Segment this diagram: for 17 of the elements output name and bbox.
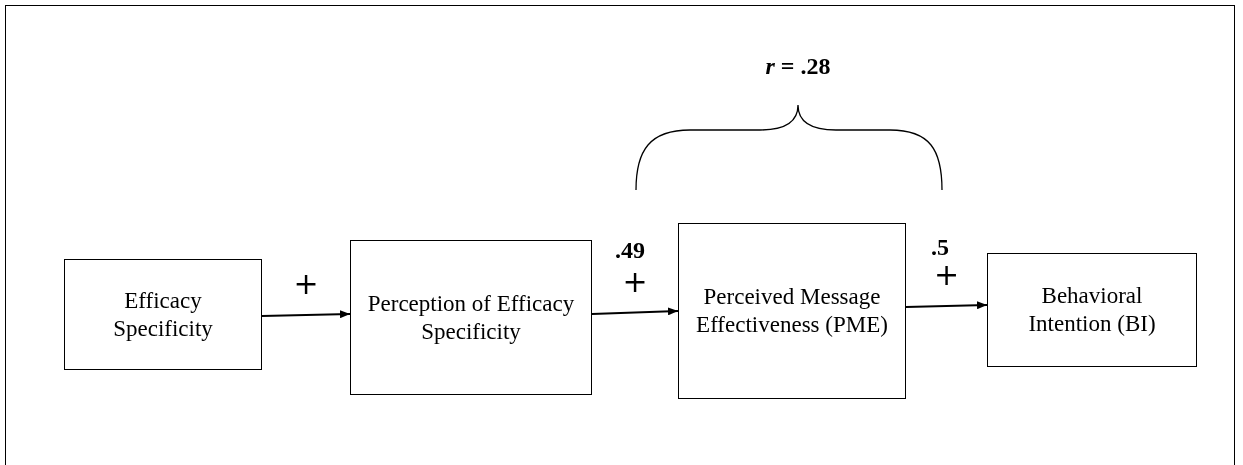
variable-box	[987, 253, 1197, 367]
edge-label: +	[933, 260, 960, 290]
edge-label: +	[622, 267, 648, 297]
coefficient-label: .49	[615, 236, 645, 264]
arrow	[261, 310, 351, 319]
box-label: Perception of Efficacy Specificity	[366, 289, 576, 346]
variable-box	[350, 240, 592, 395]
coefficient-label: r = .28	[765, 52, 831, 80]
arrow	[905, 301, 988, 310]
variable-box	[64, 259, 262, 370]
box-label: Perceived Message Effectiveness (PME)	[695, 283, 889, 339]
box-label: Behavioral Intention (BI)	[1027, 282, 1157, 338]
arrow	[591, 307, 679, 316]
coefficient-label: .5	[931, 233, 949, 261]
edge-label: +	[293, 269, 319, 299]
variable-box	[678, 223, 906, 399]
box-label: Efficacy Specificity	[112, 286, 214, 343]
